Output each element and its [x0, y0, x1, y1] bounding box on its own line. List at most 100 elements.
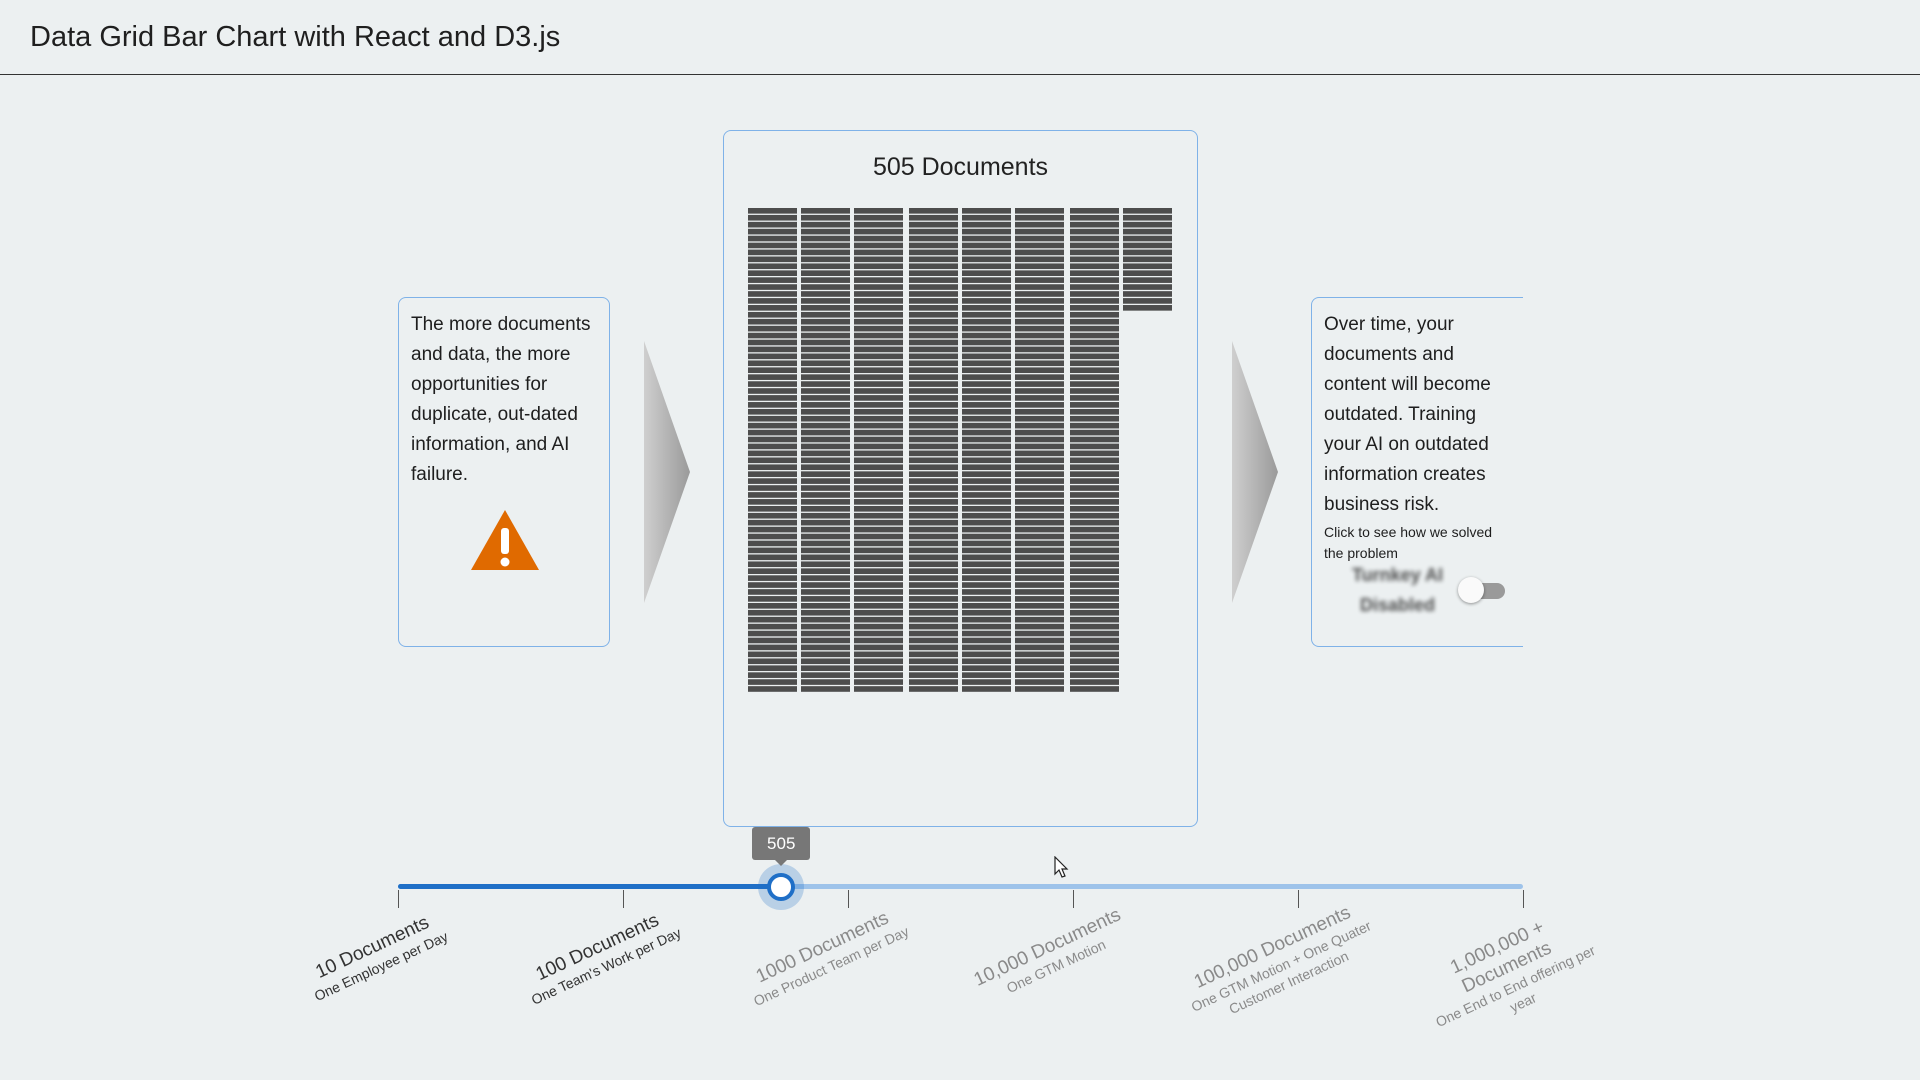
document-cell: [909, 519, 958, 526]
document-cell: [962, 325, 1011, 332]
document-cell: [748, 291, 797, 297]
slider-tick: [398, 890, 399, 908]
document-cell: [854, 464, 903, 471]
document-cell: [1015, 374, 1064, 380]
document-cell: [1015, 596, 1064, 602]
document-cell: [1070, 263, 1119, 270]
document-cell: [962, 505, 1011, 512]
slider-thumb[interactable]: [767, 873, 796, 901]
document-cell: [1015, 512, 1064, 519]
document-cell: [854, 429, 903, 436]
solution-link-text[interactable]: Click to see how we solved the problem: [1324, 524, 1493, 561]
document-cell: [748, 339, 797, 346]
document-cell: [854, 637, 903, 644]
document-cell: [748, 623, 797, 630]
document-cell: [909, 353, 958, 360]
document-cell: [1015, 533, 1064, 540]
document-cell: [801, 395, 850, 401]
document-cell: [909, 422, 958, 429]
document-cell: [909, 457, 958, 464]
document-cell: [962, 270, 1011, 276]
document-cell: [854, 284, 903, 290]
document-cell: [801, 256, 850, 263]
toggle-knob[interactable]: [1458, 577, 1484, 603]
document-cell: [1015, 256, 1064, 263]
arrow-right-icon: [644, 341, 690, 603]
document-cell: [801, 582, 850, 588]
document-cell: [1070, 381, 1119, 387]
document-cell: [962, 291, 1011, 297]
document-cell: [1015, 208, 1064, 214]
document-cell: [1015, 263, 1064, 270]
document-cell: [1015, 568, 1064, 574]
document-cell: [1015, 360, 1064, 367]
document-cell: [801, 270, 850, 276]
document-cell: [854, 221, 903, 228]
document-cell: [801, 367, 850, 374]
document-cell: [801, 589, 850, 595]
document-cell: [909, 291, 958, 297]
document-cell: [801, 561, 850, 568]
document-cell: [748, 686, 797, 692]
document-cell: [962, 284, 1011, 290]
document-cell: [748, 547, 797, 554]
document-grid: [748, 208, 1172, 692]
document-cell: [801, 318, 850, 325]
document-cell: [748, 214, 797, 221]
document-cell: [801, 568, 850, 574]
document-cell: [801, 298, 850, 304]
document-cell: [962, 512, 1011, 519]
document-cell: [748, 485, 797, 491]
document-cell: [801, 214, 850, 221]
document-cell: [1070, 672, 1119, 678]
document-cell: [1070, 395, 1119, 401]
slider-track[interactable]: [398, 884, 782, 889]
document-cell: [1015, 519, 1064, 526]
document-cell: [909, 242, 958, 249]
document-cell: [1015, 270, 1064, 276]
document-cell: [1070, 540, 1119, 547]
document-cell: [1070, 249, 1119, 256]
turnkey-ai-toggle[interactable]: Turnkey AI Disabled: [1340, 560, 1520, 620]
document-cell: [801, 381, 850, 387]
document-cell: [1123, 270, 1172, 276]
document-cell: [962, 374, 1011, 380]
document-cell: [962, 408, 1011, 415]
slider-rail[interactable]: [398, 884, 1523, 889]
document-cell: [909, 609, 958, 616]
document-cell: [909, 395, 958, 401]
document-cell: [1015, 298, 1064, 304]
document-cell: [801, 388, 850, 394]
document-cell: [801, 422, 850, 429]
document-cell: [909, 332, 958, 339]
document-cell: [1015, 589, 1064, 595]
document-cell: [748, 540, 797, 547]
document-cell: [748, 596, 797, 602]
document-cell: [909, 298, 958, 304]
document-cell: [909, 547, 958, 554]
document-cell: [962, 644, 1011, 651]
document-cell: [962, 651, 1011, 658]
document-cell: [909, 360, 958, 367]
document-cell: [1070, 339, 1119, 346]
document-cell: [962, 277, 1011, 283]
document-cell: [962, 221, 1011, 228]
document-cell: [1070, 450, 1119, 457]
document-cell: [909, 388, 958, 394]
document-cell: [909, 561, 958, 568]
document-cell: [748, 277, 797, 283]
document-cell: [962, 596, 1011, 602]
slider-tick: [848, 890, 849, 908]
document-cell: [748, 422, 797, 429]
document-cell: [854, 623, 903, 630]
risk-info-text: The more documents and data, the more op…: [411, 314, 591, 485]
document-cell: [748, 651, 797, 658]
document-cell: [909, 208, 958, 214]
